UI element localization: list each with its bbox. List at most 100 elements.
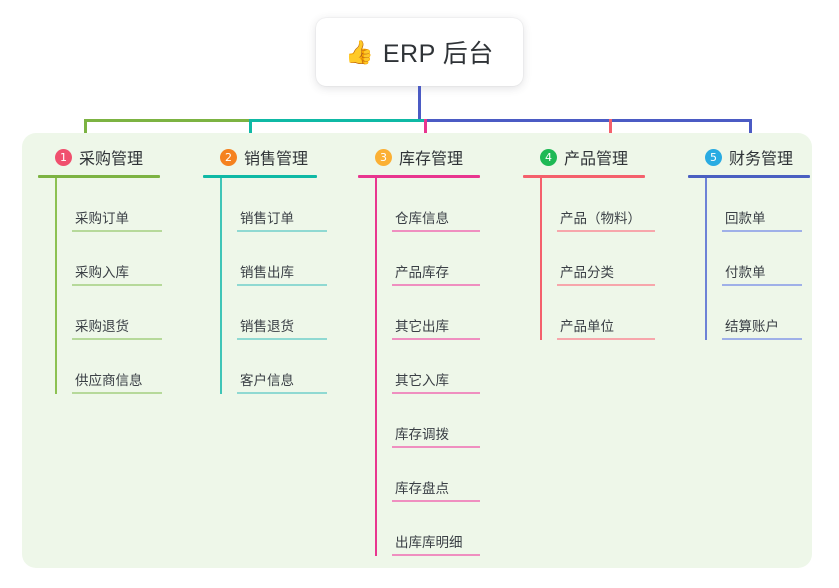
- root-title-card[interactable]: 👍 ERP 后台: [316, 18, 523, 86]
- list-item-rule: [392, 446, 480, 448]
- column-badge-3: 3: [375, 148, 392, 166]
- list-item[interactable]: 结算账户: [705, 286, 810, 340]
- column-item-list-1: 采购订单采购入库采购退货供应商信息: [38, 178, 162, 394]
- list-item-label: 产品（物料）: [560, 211, 641, 226]
- list-item-label: 采购退货: [75, 319, 129, 334]
- column-header-4[interactable]: 4 产品管理: [523, 146, 645, 168]
- list-item-rule: [237, 230, 327, 232]
- list-item-rule: [392, 392, 480, 394]
- list-item[interactable]: 其它入库: [375, 340, 480, 394]
- list-item-rule: [557, 284, 655, 286]
- column-3: 3 库存管理仓库信息产品库存其它出库其它入库库存调拨库存盘点出库库明细: [358, 146, 480, 556]
- list-item-rule: [392, 338, 480, 340]
- list-item-label: 产品分类: [560, 265, 614, 280]
- list-item-label: 采购入库: [75, 265, 129, 280]
- column-4: 4 产品管理产品（物料） 产品分类产品单位: [523, 146, 655, 340]
- list-item-rule: [72, 284, 162, 286]
- column-header-rule-5: [688, 175, 810, 178]
- list-item-rule: [722, 338, 802, 340]
- list-item[interactable]: 销售退货: [220, 286, 327, 340]
- list-item[interactable]: 销售出库: [220, 232, 327, 286]
- page-title: ERP 后台: [382, 40, 494, 68]
- list-item-label: 产品库存: [395, 265, 449, 280]
- list-item-label: 结算账户: [725, 319, 779, 334]
- list-item-rule: [72, 392, 162, 394]
- list-item-label: 其它出库: [395, 319, 449, 334]
- column-title-1: 采购管理: [79, 151, 144, 168]
- list-item-rule: [557, 338, 655, 340]
- list-item-rule: [392, 284, 480, 286]
- thumbs-up-icon: 👍: [345, 38, 374, 65]
- list-item-label: 其它入库: [395, 373, 449, 388]
- list-item-label: 采购订单: [75, 211, 129, 226]
- list-item[interactable]: 产品（物料）: [540, 178, 655, 232]
- list-item-rule: [72, 230, 162, 232]
- content-panel: [22, 133, 812, 568]
- column-title-2: 销售管理: [244, 151, 309, 168]
- list-item[interactable]: 客户信息: [220, 340, 327, 394]
- column-badge-5: 5: [705, 148, 722, 166]
- column-title-5: 财务管理: [729, 151, 794, 168]
- column-item-list-3: 仓库信息产品库存其它出库其它入库库存调拨库存盘点出库库明细: [358, 178, 480, 556]
- list-item[interactable]: 库存盘点: [375, 448, 480, 502]
- column-spine-2: [220, 178, 222, 394]
- list-item[interactable]: 销售订单: [220, 178, 327, 232]
- list-item[interactable]: 付款单: [705, 232, 810, 286]
- column-header-rule-2: [203, 175, 317, 178]
- bus-segment-teal: [249, 119, 427, 122]
- list-item-rule: [722, 230, 802, 232]
- bus-segment-green: [84, 119, 252, 122]
- list-item-rule: [237, 392, 327, 394]
- list-item-label: 销售出库: [240, 265, 294, 280]
- list-item-label: 供应商信息: [75, 373, 143, 388]
- list-item[interactable]: 产品单位: [540, 286, 655, 340]
- list-item[interactable]: 采购退货: [55, 286, 162, 340]
- list-item-rule: [392, 554, 480, 556]
- column-item-list-5: 回款单付款单结算账户: [688, 178, 810, 340]
- list-item[interactable]: 供应商信息: [55, 340, 162, 394]
- list-item-label: 客户信息: [240, 373, 294, 388]
- list-item-rule: [237, 338, 327, 340]
- column-header-5[interactable]: 5 财务管理: [688, 146, 810, 168]
- list-item-label: 付款单: [725, 265, 766, 280]
- column-badge-4: 4: [540, 148, 557, 166]
- list-item-rule: [72, 338, 162, 340]
- column-spine-4: [540, 178, 542, 340]
- column-5: 5 财务管理回款单付款单结算账户: [688, 146, 810, 340]
- list-item[interactable]: 产品分类: [540, 232, 655, 286]
- column-item-list-2: 销售订单销售出库销售退货客户信息: [203, 178, 327, 394]
- list-item[interactable]: 库存调拨: [375, 394, 480, 448]
- list-item-rule: [237, 284, 327, 286]
- list-item-label: 产品单位: [560, 319, 614, 334]
- list-item-label: 回款单: [725, 211, 766, 226]
- root-stem-line: [418, 86, 421, 122]
- column-title-4: 产品管理: [564, 151, 629, 168]
- list-item-rule: [392, 500, 480, 502]
- list-item[interactable]: 采购订单: [55, 178, 162, 232]
- list-item[interactable]: 仓库信息: [375, 178, 480, 232]
- list-item[interactable]: 采购入库: [55, 232, 162, 286]
- column-spine-3: [375, 178, 377, 556]
- column-header-rule-4: [523, 175, 645, 178]
- list-item-rule: [722, 284, 802, 286]
- list-item-rule: [557, 230, 655, 232]
- list-item-rule: [392, 230, 480, 232]
- list-item-label: 仓库信息: [395, 211, 449, 226]
- list-item[interactable]: 出库库明细: [375, 502, 480, 556]
- column-item-list-4: 产品（物料） 产品分类产品单位: [523, 178, 655, 340]
- column-header-3[interactable]: 3 库存管理: [358, 146, 480, 168]
- list-item-label: 出库库明细: [395, 535, 463, 550]
- list-item-label: 销售订单: [240, 211, 294, 226]
- list-item[interactable]: 回款单: [705, 178, 810, 232]
- column-spine-5: [705, 178, 707, 340]
- list-item[interactable]: 产品库存: [375, 232, 480, 286]
- bus-segment-blue: [424, 119, 752, 122]
- list-item-label: 库存盘点: [395, 481, 449, 496]
- list-item-label: 销售退货: [240, 319, 294, 334]
- column-title-3: 库存管理: [399, 151, 464, 168]
- list-item[interactable]: 其它出库: [375, 286, 480, 340]
